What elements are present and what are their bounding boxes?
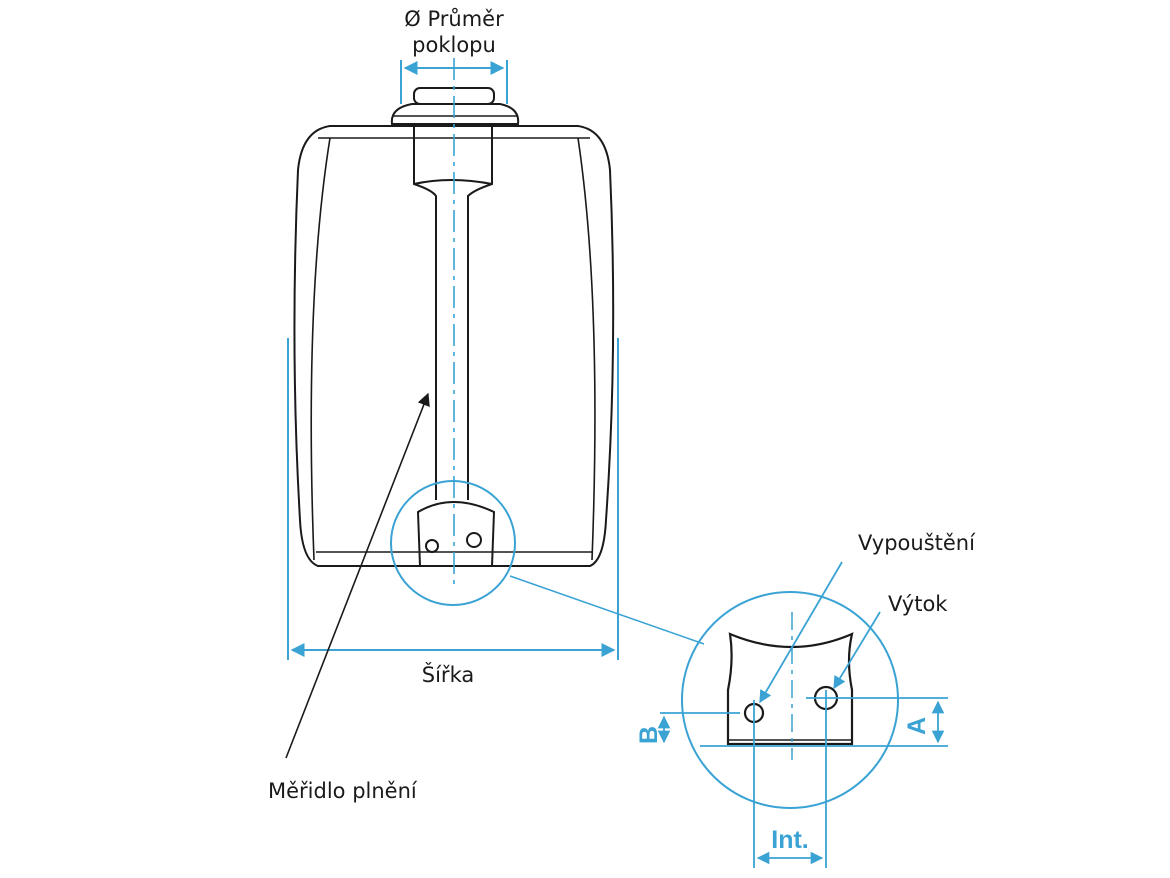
detail-circle: [681, 591, 899, 809]
detail-view: [657, 561, 948, 868]
outlet-label: Výtok: [888, 592, 948, 616]
level-gauge-leader: [285, 392, 430, 759]
dimension-lines-main: [287, 58, 705, 660]
dimension-a-label: A: [903, 717, 931, 735]
drain-label: Vypouštění: [858, 531, 976, 555]
lid-diameter-label-line1: Ø Průměr: [404, 7, 504, 31]
level-gauge-label: Měřidlo plnění: [268, 779, 418, 803]
outlet-block: [416, 501, 496, 567]
dimension-b-label: B: [635, 726, 663, 744]
dimension-int-label: Int.: [771, 826, 809, 854]
level-gauge-tube: [413, 124, 493, 500]
width-label: Šířka: [422, 662, 474, 687]
tank-lid: [390, 87, 520, 125]
detail-dimension-lines: [657, 561, 948, 868]
lid-diameter-label-line2: poklopu: [412, 33, 496, 57]
